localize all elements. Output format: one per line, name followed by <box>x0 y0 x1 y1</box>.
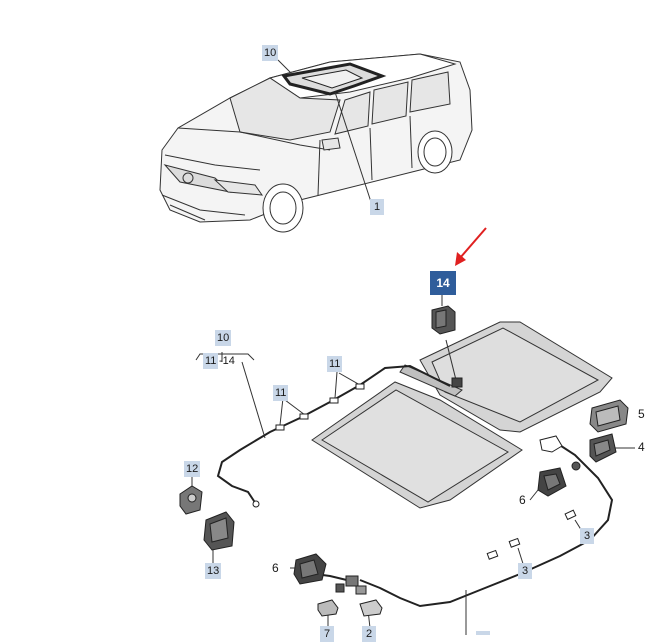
callout-7[interactable]: 7 <box>320 626 334 642</box>
car-illustration <box>159 53 473 233</box>
callout-13[interactable]: 13 <box>205 563 222 579</box>
callout-1-car[interactable]: 1 <box>370 199 384 215</box>
callout-11-a[interactable]: 11 <box>273 385 289 401</box>
part-6-left <box>293 553 327 585</box>
callout-range-end: -14 <box>219 355 235 367</box>
part-4 <box>589 433 617 463</box>
callout-5[interactable]: 5 <box>638 407 645 421</box>
part-6-right <box>537 467 567 497</box>
sunroof-assembly <box>311 321 613 509</box>
callout-3-b[interactable]: 3 <box>518 563 532 579</box>
callout-11-b[interactable]: 11 <box>327 356 343 372</box>
part-2 <box>359 599 383 617</box>
callout-6-right[interactable]: 6 <box>519 493 526 507</box>
callout-6-left[interactable]: 6 <box>272 561 279 575</box>
callout-10-car[interactable]: 10 <box>262 45 279 61</box>
callout-12[interactable]: 12 <box>184 461 201 477</box>
callout-14-highlighted[interactable]: 14 <box>430 271 456 295</box>
part-13 <box>203 511 235 551</box>
part-14 <box>431 305 463 388</box>
part-5 <box>589 399 629 433</box>
callout-4[interactable]: 4 <box>638 440 645 454</box>
part-7 <box>317 599 339 617</box>
callout-2[interactable]: 2 <box>362 626 376 642</box>
highlight-arrow <box>455 227 487 266</box>
callout-10-bracket[interactable]: 10 <box>215 330 232 346</box>
part-12 <box>179 485 203 515</box>
callout-offscreen-stub <box>476 631 490 635</box>
callout-11-range-start[interactable]: 11 <box>203 353 219 369</box>
callout-3-a[interactable]: 3 <box>580 528 594 544</box>
